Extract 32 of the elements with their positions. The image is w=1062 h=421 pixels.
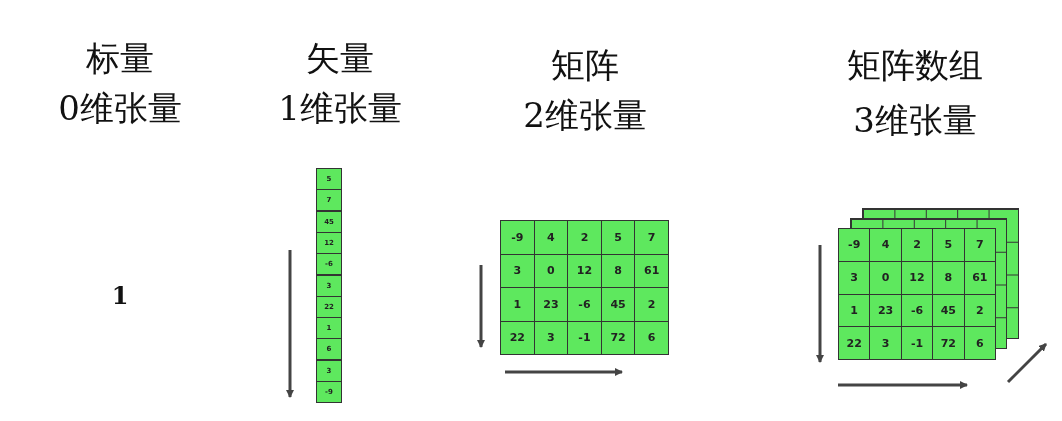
matrix-cell: 6 bbox=[963, 326, 996, 360]
matrix-cell: -6 bbox=[567, 287, 602, 322]
matrix-cell: 72 bbox=[932, 326, 965, 360]
tensor-title: 矩阵 bbox=[551, 45, 619, 85]
scalar-value: 1 bbox=[111, 280, 129, 312]
matrix-cell: 2 bbox=[567, 220, 602, 255]
matrix-cell: 22 bbox=[838, 326, 871, 360]
matrix-cell: -9 bbox=[500, 220, 535, 255]
tensor-title: 矩阵数组 bbox=[847, 45, 983, 85]
tensor-rank-label: 3维张量 bbox=[853, 100, 977, 140]
matrix-cell: 1 bbox=[500, 287, 535, 322]
matrix-cell: 3 bbox=[869, 326, 902, 360]
matrix-cell: -1 bbox=[567, 320, 602, 355]
matrix-cell: 1 bbox=[838, 293, 871, 328]
matrix-cell: 7 bbox=[963, 228, 996, 262]
tensor-rank-label: 1维张量 bbox=[278, 88, 402, 128]
matrix-cell: 5 bbox=[932, 228, 965, 262]
matrix-cell: 23 bbox=[869, 293, 902, 328]
matrix-cell: 4 bbox=[869, 228, 902, 262]
matrix-cell: 0 bbox=[869, 260, 902, 295]
matrix-cell: 3 bbox=[838, 260, 871, 295]
matrix-cell: -9 bbox=[838, 228, 871, 262]
tensor-rank-label: 0维张量 bbox=[58, 88, 182, 128]
matrix-cell: 8 bbox=[932, 260, 965, 295]
matrix-cell: 45 bbox=[932, 293, 965, 328]
tensor-title: 标量 bbox=[86, 38, 154, 78]
tensor-rank-label: 2维张量 bbox=[523, 95, 647, 135]
tensor-title: 矢量 bbox=[306, 38, 374, 78]
matrix-cell: 2 bbox=[634, 287, 669, 322]
matrix-cell: 7 bbox=[634, 220, 669, 255]
matrix-cell: 6 bbox=[634, 320, 669, 355]
matrix-cell: 22 bbox=[500, 320, 535, 355]
